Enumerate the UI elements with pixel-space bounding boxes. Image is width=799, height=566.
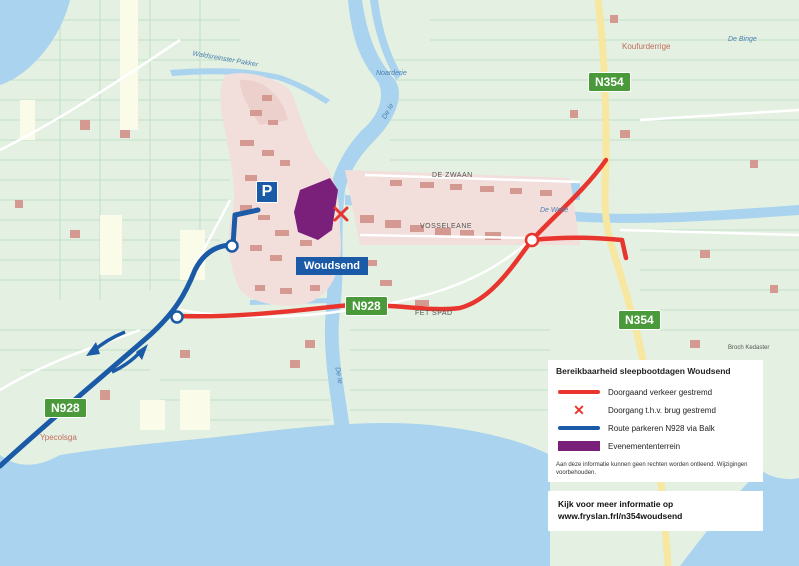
legend-item-parking-route: Route parkeren N928 via Balk (556, 419, 755, 437)
roundabout-east (524, 232, 540, 248)
event-area (294, 178, 338, 240)
closed-road-east (529, 235, 629, 261)
parking-sign-icon: P (256, 181, 278, 203)
legend-label: Route parkeren N928 via Balk (608, 423, 715, 433)
legend-blue-line-icon (558, 426, 600, 430)
legend-disclaimer: Aan deze informatie kunnen geen rechten … (556, 462, 748, 476)
street-label-fetspad: FET SPAD (415, 310, 453, 317)
info-box: Kijk voor meer informatie op www.fryslan… (548, 491, 763, 531)
village-label: Woudsend (296, 257, 369, 275)
legend-item-bridge-closed: ✕ Doorgang t.h.v. brug gestremd (556, 401, 755, 419)
street-label-de-zwaan: DE ZWAAN (432, 172, 473, 179)
bridge-closed-cross-icon (333, 206, 349, 222)
legend-title: Bereikbaarheid sleepbootdagen Woudsend (556, 366, 731, 376)
water-label-de-welle: De Welle (540, 207, 569, 214)
place-label-ypecolsga: Ypecolsga (40, 433, 77, 442)
roundabout-west (170, 310, 184, 324)
legend-item-closed-road: Doorgaand verkeer gestremd (556, 383, 755, 401)
road-shield-n928-west: N928 (44, 398, 87, 418)
street-label-vosseleane: VOSSELEANE (420, 223, 473, 230)
info-text: Kijk voor meer informatie op (558, 499, 674, 509)
legend-label: Evenemententerrein (608, 441, 681, 451)
place-label-broch-kedaster: Broch Kedaster (728, 345, 770, 351)
lake-south (0, 422, 550, 566)
legend-label: Doorgaand verkeer gestremd (608, 387, 713, 397)
road-shield-n354-south: N354 (618, 310, 661, 330)
legend: Bereikbaarheid sleepbootdagen Woudsend D… (548, 360, 763, 482)
closed-road-n928-n354 (175, 157, 609, 319)
water-label-noarderie: Noarderie (376, 70, 407, 77)
fields-light (20, 0, 210, 430)
legend-purple-area-icon (558, 441, 600, 451)
route-arrow-west-head (86, 342, 100, 356)
road-shield-n354-north: N354 (588, 72, 631, 92)
water-label-de-binge: De Binge (728, 36, 757, 43)
buildings (15, 15, 778, 400)
legend-item-event-area: Evenemententerrein (556, 437, 755, 455)
canal-north (370, 0, 402, 80)
canal-de-welle (345, 195, 799, 223)
info-url-link[interactable]: www.fryslan.frl/n354woudsend (558, 511, 683, 521)
road-shield-n928-center: N928 (345, 296, 388, 316)
river-de-ie (324, 0, 399, 430)
roundabout-north (225, 239, 239, 253)
place-label-koufurderrige: Koufurderrige (622, 42, 671, 51)
residential-block (240, 79, 288, 125)
lake-northwest (0, 0, 70, 85)
legend-label: Doorgang t.h.v. brug gestremd (608, 405, 716, 415)
legend-red-line-icon (558, 390, 600, 394)
route-arrow-east-head (136, 344, 148, 360)
legend-cross-icon: ✕ (573, 402, 585, 418)
